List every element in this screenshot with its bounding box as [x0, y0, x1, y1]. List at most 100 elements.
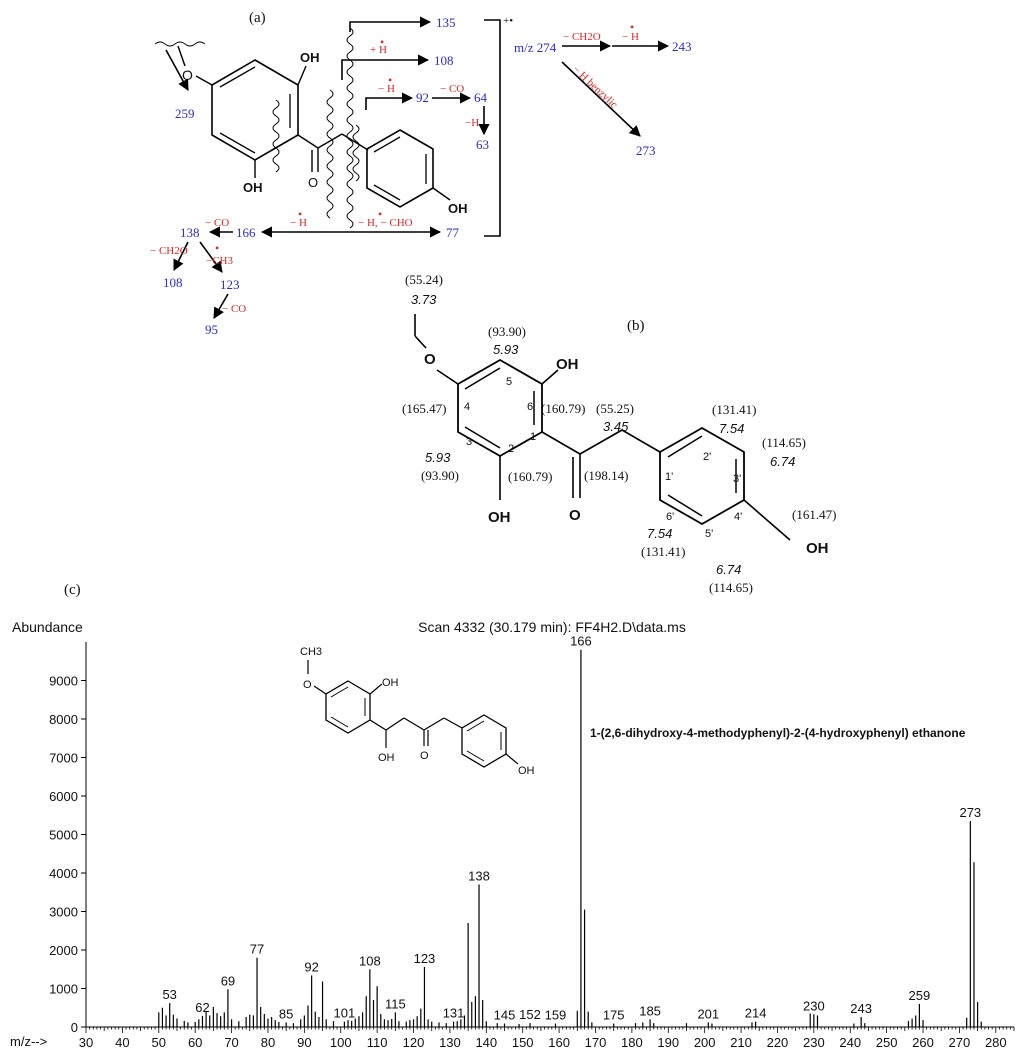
atom-number-5: 5: [506, 376, 512, 388]
fragment-243: 243: [672, 39, 692, 54]
x-tick-label: 280: [985, 1035, 1007, 1050]
scheme-ch2-bond-2: [341, 133, 369, 151]
radical-dot-92: •: [388, 73, 392, 87]
atom-number-6p: 6': [666, 511, 674, 523]
inset-ch3: CH3: [300, 646, 322, 658]
radical-dot-plus-h: •: [380, 35, 384, 49]
c2-carbon-shift: (160.79): [508, 469, 552, 484]
peak-label: 77: [250, 942, 264, 957]
oh-top: OH: [556, 356, 579, 373]
inset-ring-a-db3: [330, 716, 349, 728]
chart-title: Scan 4332 (30.179 min): FF4H2.D\data.ms: [418, 619, 686, 635]
x-tick-label: 270: [949, 1035, 971, 1050]
atom-number-4: 4: [464, 401, 470, 413]
c4-carbon-shift: (165.47): [402, 401, 446, 416]
nmr-ring-a-double-bond-1: [464, 367, 501, 390]
x-tick-label: 40: [115, 1035, 129, 1050]
panel-b-nmr-structure: (b) (55.24) 3.73 O (93.90) 5.93 5 4 6 3 …: [402, 272, 836, 595]
inset-chain-3: [403, 717, 425, 731]
carbonyl-carbon-shift: (198.14): [584, 468, 628, 483]
loss-minus-h-benzylic: − H benzylic: [570, 63, 620, 111]
nmr-ring-b-double-bond-1: [667, 435, 703, 458]
c1-carbonyl-bond: [541, 431, 581, 455]
radical-dot-166: •: [298, 207, 302, 221]
y-tick-label: 5000: [49, 828, 78, 843]
c6-oh-bond: [541, 369, 559, 385]
peak-label: 185: [639, 1003, 661, 1018]
y-axis-label: Abundance: [12, 619, 83, 635]
fragment-259: 259: [175, 106, 195, 121]
fragment-95: 95: [205, 322, 218, 337]
loss-minus-h-166: − H: [290, 217, 307, 229]
molecular-ion-label: m/z 274: [514, 40, 557, 55]
c3-carbon-shift: (93.90): [421, 468, 459, 483]
x-tick-label: 200: [694, 1035, 716, 1050]
peak-label: 115: [385, 996, 406, 1011]
loss-minus-h-63: −H: [465, 117, 479, 129]
y-tick-label: 8000: [49, 712, 78, 727]
x-tick-label: 60: [188, 1035, 202, 1050]
inset-oh-1: OH: [382, 677, 399, 689]
peak-label: 138: [468, 869, 490, 884]
atom-number-5p: 5': [705, 528, 713, 540]
panel-c-mass-spectrum: (c) Abundance Scan 4332 (30.179 min): FF…: [10, 582, 1015, 1050]
x-tick-label: 140: [475, 1035, 497, 1050]
x-tick-label: 110: [367, 1035, 388, 1050]
peak-label: 92: [304, 959, 318, 974]
c4p-carbon-shift: (161.47): [792, 507, 836, 522]
scheme-radical-cation: +•: [503, 15, 513, 27]
loss-minus-h-243: − H: [622, 31, 639, 43]
x-tick-label: 250: [876, 1035, 898, 1050]
loss-minus-co-138: − CO: [205, 217, 229, 229]
inset-oh-3: OH: [518, 765, 535, 777]
ome-carbon-shift: (55.24): [405, 272, 443, 287]
scheme-methyl-bond: [177, 45, 186, 67]
scheme-cleavage-wavy-methyl: [154, 41, 206, 47]
peak-label: 273: [959, 805, 981, 820]
inset-keto-o: O: [420, 750, 429, 762]
panel-a-label: (a): [249, 10, 266, 26]
fragment-273: 273: [636, 143, 656, 158]
peak-label: 230: [803, 998, 825, 1013]
peak-label: 175: [603, 1008, 625, 1023]
c5-proton-shift: 5.93: [493, 342, 519, 357]
peak-label: 159: [545, 1008, 567, 1023]
fragment-138: 138: [180, 225, 200, 240]
inset-o: O: [303, 679, 312, 691]
scheme-ch2-bond-1: [317, 133, 343, 149]
peak-label: 123: [414, 951, 436, 966]
scheme-oh-top: OH: [300, 50, 320, 65]
loss-minus-ch2o-108: − CH2O: [150, 245, 188, 257]
y-tick-label: 6000: [49, 789, 78, 804]
fragment-108-b: 108: [163, 275, 183, 290]
scheme-arrow-to-92: [365, 92, 414, 110]
atom-number-1: 1: [530, 431, 536, 443]
scheme-cleavage-wavy-3: [326, 89, 334, 219]
scheme-c1-carbonyl-bond: [297, 134, 319, 149]
scheme-ring-b: [366, 129, 434, 208]
scheme-arrow-138-to-108: [173, 241, 189, 272]
radical-dot-243: •: [630, 20, 634, 34]
inset-ring-b-db3: [466, 750, 485, 762]
peak-label: 243: [850, 1001, 872, 1016]
ome-proton-shift: 3.73: [411, 292, 437, 307]
inset-chain-4: [423, 717, 445, 731]
scheme-oh-right: OH: [448, 201, 468, 216]
inset-oh1-bond: [369, 683, 383, 695]
peak-label: 201: [697, 1006, 719, 1021]
c3p-carbon-shift: (114.65): [762, 435, 806, 450]
fragment-135: 135: [436, 15, 456, 30]
peak-label: 145: [494, 1008, 516, 1023]
fragment-108-a: 108: [434, 53, 454, 68]
inset-oh3-bond: [505, 753, 519, 765]
methyl-o-bond: [414, 335, 427, 349]
scheme-o-bond: [195, 75, 213, 86]
nmr-ring-a-double-bond-3: [464, 426, 501, 449]
peak-label: 108: [359, 953, 381, 968]
panel-c-label: (c): [64, 582, 81, 598]
scheme-ring-a-double-bond-3: [219, 132, 256, 154]
ch2-bond-1: [579, 429, 623, 455]
